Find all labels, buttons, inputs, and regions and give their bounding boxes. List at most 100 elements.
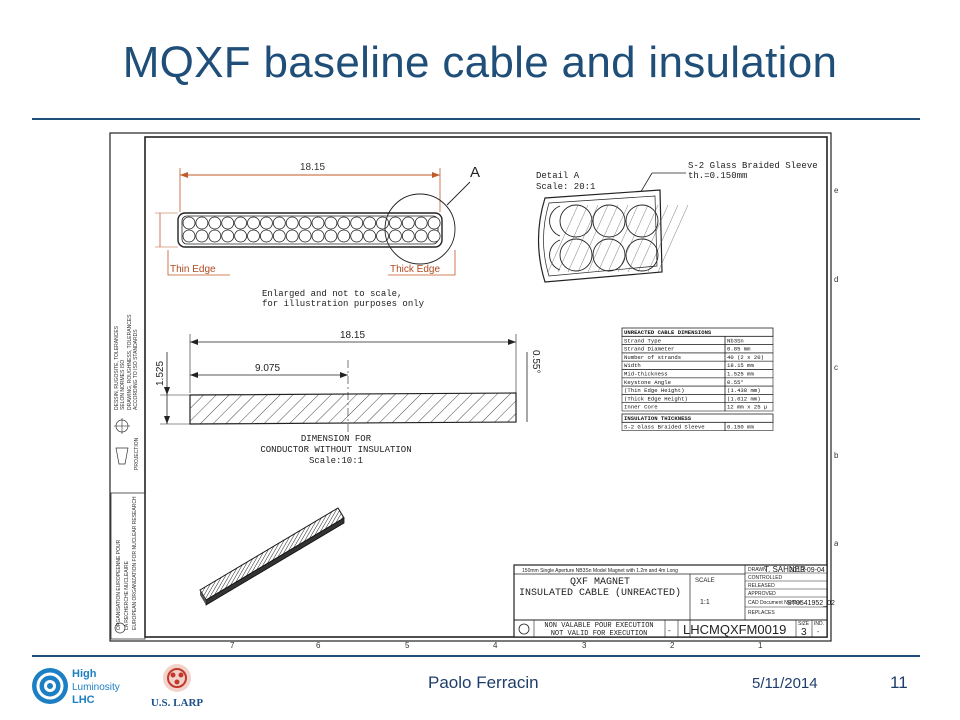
tb-controlled-label: CONTROLLED [748,575,783,581]
row-letter: c [834,363,838,372]
tb-title-line-1: QXF MAGNET [570,577,630,588]
col-number: 6 [316,641,321,650]
table-row-label: Width [624,362,641,369]
strand-circle [363,216,377,230]
table-row-value: 12 mm x 25 µ [727,404,767,411]
engineering-drawing: e d c b a 7 6 5 4 3 2 1 18.15 Thin Edge [109,132,838,650]
detail-title: Detail A [536,171,580,181]
org-text-2: LA RECHERCHE NUCLEAIRE [124,560,130,630]
strand-circle [234,229,248,243]
table-row-label: Strand Type [624,337,661,344]
hl-logo-text-1: High [72,668,97,680]
table-row-value: 0.55° [727,379,744,386]
strand-circle [337,229,351,243]
strand-circle [311,216,325,230]
table-row-label: Keystone Angle [624,379,671,386]
title-divider [32,118,920,120]
column-markers: 7 6 5 4 3 2 1 [230,641,763,650]
tolerance-note-3: DRAWING, ROUGHNESS, TOLERANCES [127,314,133,410]
strand-circle [350,216,364,230]
tb-drawing-number: LHCMQXFM0019 [683,622,786,637]
table-row-label: Number of strands [624,354,681,361]
row-markers: e d c b a [834,186,838,548]
insulation-header: INSULATION THICKNESS [624,415,692,422]
footer-date: 5/11/2014 [752,675,818,692]
detail-hatch-line [567,204,599,273]
strand-circle [195,216,209,230]
detail-hatch-line [557,204,589,273]
table-row-label: Strand Diameter [624,346,674,353]
left-margin-notes: DESSIN, RUGOSITE, TOLERANCES SELON NORME… [110,314,146,640]
tb-drawn-date: 2013-09-04 [789,567,825,574]
table-row-label: (Thick Edge Height) [624,395,688,402]
strand-circle [272,216,286,230]
tb-approved-label: APPROVED [748,591,776,597]
detail-marker-label: A [470,164,480,181]
sleeve-label: S-2 Glass Braided Sleeve [688,161,818,171]
keystone-dimension: 0.55° [530,350,541,373]
strand-circle [427,216,441,230]
strand-circle [401,216,415,230]
section-caption-line-1: DIMENSION FOR [301,434,372,444]
strand-circle [221,229,235,243]
row-letter: b [834,451,838,460]
section-half-dimension: 9.075 [255,363,280,374]
detail-hatch-line [657,204,689,273]
strand-circle [414,216,428,230]
detail-hatch-line [627,204,659,273]
cable-isometric-view [199,507,345,606]
note-line-1: Enlarged and not to scale, [262,289,402,299]
org-text-1: ORGANISATION EUROPEENNE POUR [116,539,122,630]
hl-logo-text-3: LHC [72,694,95,706]
detail-strand-circle [625,204,659,238]
strand-circle [298,229,312,243]
tb-scale-label: SCALE [695,578,715,584]
strand-circle [285,216,299,230]
detail-strand-circle [559,204,593,238]
table-header: UNREACTED CABLE DIMENSIONS [624,329,712,336]
table-row-value: 1.525 mm [727,371,754,378]
title-block: 150mm Single Aperture NB3Sn Model Magnet… [513,564,835,638]
tb-ind-label: IND. [814,621,824,627]
tolerance-note-4: ACCORDING TO ISO STANDARDS [133,329,139,410]
strand-circle [388,216,402,230]
tb-cad-label: CAD Document Number [748,600,802,606]
strand-circle [337,216,351,230]
section-caption-line-3: Scale:10:1 [309,456,363,466]
strand-circle [247,216,260,230]
strand-circle [350,229,364,243]
high-luminosity-lhc-logo: High Luminosity LHC [32,668,120,706]
strand-circle [401,229,415,243]
strand-circle [208,229,222,243]
tolerance-note-2: SELON NORMES ISO [120,360,126,410]
table-row-value: (1.612 mm) [727,395,761,402]
insulation-row-label: S-2 Glass Braided Sleeve [624,423,705,430]
col-number: 1 [758,641,763,650]
strand-circle [427,229,441,243]
tb-ind-value: - [817,629,820,636]
strand-circle [259,229,273,243]
larp-logo-text: U.S. LARP [151,697,204,709]
strand-circle [247,229,260,243]
tb-nonvalid-fr: NON VALABLE POUR EXECUTION [544,622,653,630]
tb-size-label: SIZE [798,621,810,627]
tolerance-note-1: DESSIN, RUGOSITE, TOLERANCES [114,325,120,410]
strand-circle [195,229,209,243]
table-row-value: 18.15 mm [727,362,754,369]
tb-project-line: 150mm Single Aperture NB3Sn Model Magnet… [522,568,678,574]
row-letter: d [834,275,838,284]
strand-circle [311,229,325,243]
tb-replaces-label: REPLACES [748,610,775,616]
detail-strand-partial [549,239,561,271]
org-text-3: EUROPEAN ORGANIZATION FOR NUCLEAR RESEAR… [132,496,138,630]
detail-strand-partial [549,205,561,237]
hl-logo-text-2: Luminosity [72,682,120,693]
detail-hatch-line [647,204,679,273]
table-row-label: Mid-thickness [624,371,668,378]
table-row-value: 40 (2 x 20) [727,354,764,361]
tb-nonvalid-en: NOT VALID FOR EXECUTION [551,630,648,638]
table-cell [724,402,774,412]
drawing-frame [144,136,828,638]
detail-a-view: Detail A Scale: 20:1 S-2 Glass Braided S… [536,161,818,283]
